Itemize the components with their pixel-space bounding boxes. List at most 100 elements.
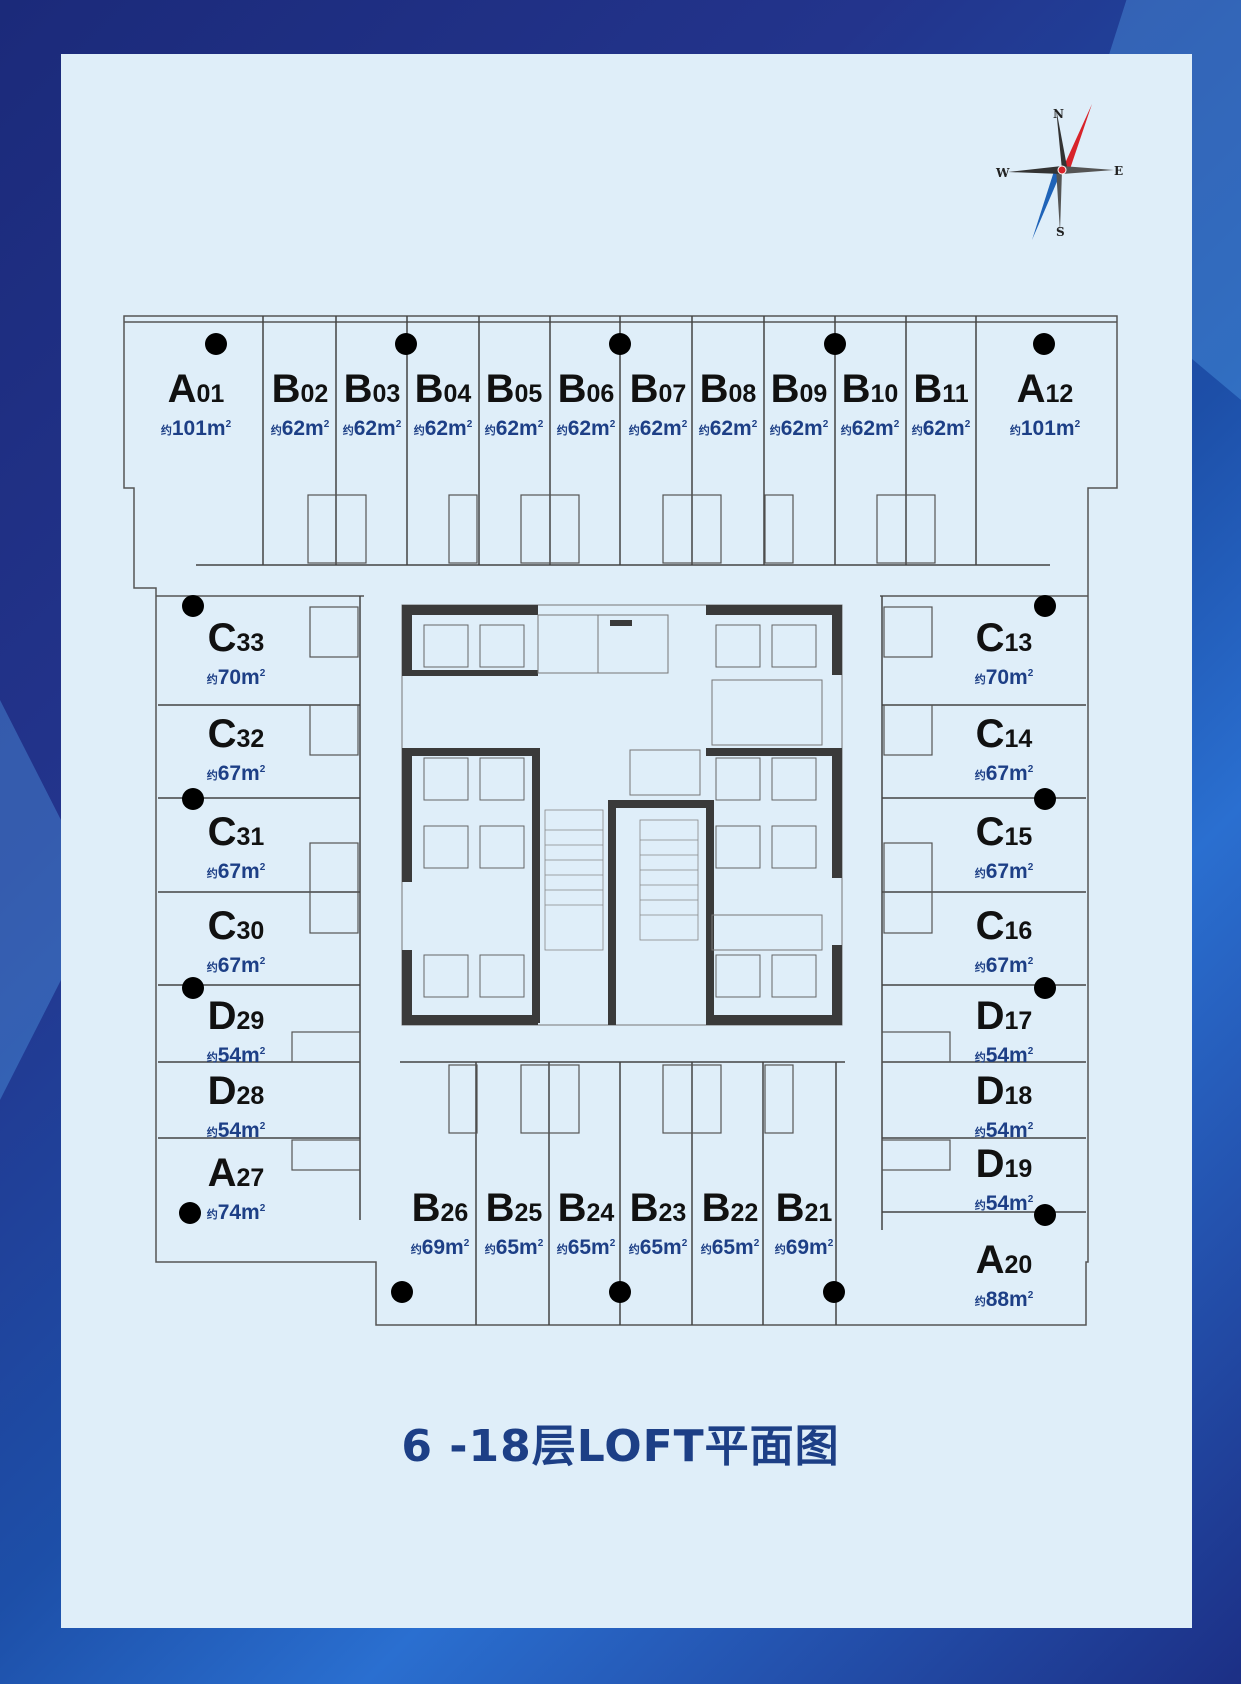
- unit-area: 约65m2: [454, 1236, 574, 1260]
- area-unit: m: [1009, 762, 1028, 785]
- area-unit: m: [804, 417, 823, 440]
- area-prefix: 约: [974, 770, 986, 782]
- area-value: 67: [985, 762, 1010, 785]
- area-unit-sup: 2: [1027, 1290, 1034, 1301]
- area-unit-sup: 2: [1027, 1194, 1034, 1205]
- area-value: 74: [217, 1201, 242, 1224]
- area-unit: m: [241, 1119, 260, 1142]
- unit-area: 约62m2: [454, 417, 574, 441]
- unit-letter: D: [207, 994, 237, 1038]
- unit-letter: C: [207, 810, 237, 854]
- unit-number: 08: [728, 380, 757, 408]
- area-value: 69: [785, 1236, 810, 1259]
- area-prefix: 约: [206, 962, 218, 974]
- unit-area: 约69m2: [380, 1236, 500, 1260]
- area-unit: m: [1009, 666, 1028, 689]
- unit-letter: B: [343, 367, 373, 411]
- area-unit-sup: 2: [259, 1121, 266, 1132]
- unit-number: 04: [443, 380, 472, 408]
- unit-area: 约70m2: [176, 666, 296, 690]
- area-value: 62: [353, 417, 378, 440]
- unit-letter: C: [975, 810, 1005, 854]
- area-unit-sup: 2: [822, 419, 829, 430]
- unit-area: 约65m2: [670, 1236, 790, 1260]
- unit-letter: B: [557, 1186, 587, 1230]
- area-unit-sup: 2: [751, 419, 758, 430]
- unit-letter: D: [975, 1142, 1005, 1186]
- area-prefix: 约: [556, 1244, 568, 1256]
- unit-number: 30: [236, 917, 265, 945]
- unit-number: 11: [942, 380, 969, 408]
- area-unit-sup: 2: [259, 1046, 266, 1057]
- area-unit-sup: 2: [893, 419, 900, 430]
- area-unit-sup: 2: [681, 1238, 688, 1249]
- unit-number: 06: [586, 380, 615, 408]
- area-unit: m: [733, 417, 752, 440]
- area-unit: m: [1009, 1192, 1028, 1215]
- area-unit-sup: 2: [537, 419, 544, 430]
- compass-e: E: [1114, 164, 1123, 178]
- unit-area: 约62m2: [810, 417, 930, 441]
- area-unit-sup: 2: [259, 956, 266, 967]
- area-unit-sup: 2: [323, 419, 330, 430]
- unit-code: A20: [944, 1240, 1064, 1285]
- area-unit-sup: 2: [1027, 1121, 1034, 1132]
- unit-area: 约69m2: [744, 1236, 864, 1260]
- area-prefix: 约: [206, 674, 218, 686]
- unit-number: 33: [236, 629, 265, 657]
- area-prefix: 约: [206, 770, 218, 782]
- unit-code: C30: [176, 906, 296, 951]
- unit-area: 约62m2: [526, 417, 646, 441]
- area-value: 62: [424, 417, 449, 440]
- unit-number: 28: [236, 1082, 265, 1110]
- unit-area: 约67m2: [944, 762, 1064, 786]
- area-unit-sup: 2: [259, 764, 266, 775]
- unit-letter: A: [167, 367, 197, 411]
- unit-number: 03: [372, 380, 401, 408]
- area-unit: m: [1055, 417, 1075, 440]
- area-unit: m: [663, 1236, 682, 1259]
- area-prefix: 约: [206, 1209, 218, 1221]
- area-unit-sup: 2: [681, 419, 688, 430]
- unit-label: A01 约101m2: [136, 369, 256, 441]
- area-value: 62: [639, 417, 664, 440]
- area-value: 101: [171, 417, 207, 440]
- area-prefix: 约: [974, 1052, 986, 1064]
- area-unit-sup: 2: [259, 862, 266, 873]
- unit-area: 约62m2: [312, 417, 432, 441]
- unit-letter: A: [1016, 367, 1046, 411]
- unit-code: D18: [944, 1071, 1064, 1116]
- unit-code: B09: [739, 369, 859, 414]
- unit-code: B10: [810, 369, 930, 414]
- unit-code: C13: [944, 618, 1064, 663]
- unit-number: 13: [1004, 629, 1033, 657]
- unit-letter: B: [414, 367, 444, 411]
- area-value: 69: [421, 1236, 446, 1259]
- area-prefix: 约: [698, 425, 710, 437]
- area-value: 67: [985, 954, 1010, 977]
- area-prefix: 约: [206, 1127, 218, 1139]
- unit-letter: C: [975, 616, 1005, 660]
- area-unit: m: [735, 1236, 754, 1259]
- unit-number: 16: [1004, 917, 1033, 945]
- unit-letter: C: [975, 904, 1005, 948]
- unit-letter: C: [207, 904, 237, 948]
- area-prefix: 约: [484, 425, 496, 437]
- unit-number: 21: [804, 1199, 833, 1227]
- unit-code: A01: [136, 369, 256, 414]
- area-unit-sup: 2: [753, 1238, 760, 1249]
- area-unit: m: [305, 417, 324, 440]
- unit-code: B05: [454, 369, 574, 414]
- unit-area: 约101m2: [136, 417, 256, 441]
- area-value: 101: [1020, 417, 1056, 440]
- area-value: 67: [217, 954, 242, 977]
